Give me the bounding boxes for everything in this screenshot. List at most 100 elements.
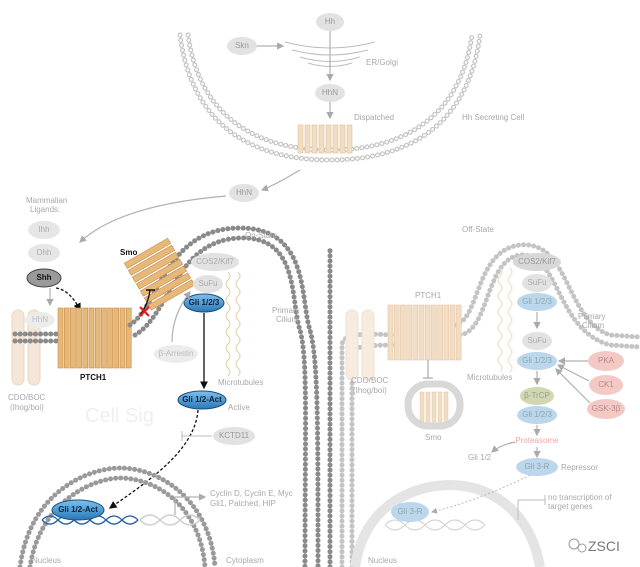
gli-off-label-3: Gli 1/2/3 — [522, 410, 552, 419]
smo-protein — [123, 237, 196, 311]
sufu-off-node-1 — [522, 274, 552, 292]
ptch1-off-helix — [431, 304, 437, 361]
primary-cilium-label-2: Cilium — [276, 315, 299, 324]
on-state-panel: HhN Mammalian Ligands: Ihh Dhh Shh HhN C… — [8, 184, 333, 567]
smo-helix — [139, 265, 188, 297]
cdo-boc-receptor — [11, 309, 41, 386]
hhn-node — [315, 84, 345, 102]
hhn-released-label: HhN — [236, 188, 252, 197]
logo-text: ZSCI — [588, 538, 620, 554]
gli-act-node — [177, 390, 227, 410]
ptch1-helix — [82, 307, 89, 369]
ptch1-off-helix — [400, 304, 406, 361]
gli3r-nucleus-node — [391, 502, 429, 522]
cos2-kif7-label: COS2/Kif7 — [196, 257, 234, 266]
gli3r-label: Gli 3-R — [525, 462, 550, 471]
smo-vesicle — [404, 380, 464, 430]
ptch1-protein — [57, 307, 132, 369]
no-transcription-label-2: target genes — [548, 502, 592, 511]
target-genes-label-2: Gli1, Patched, HIP — [210, 499, 276, 508]
kctd11-label: KCTD11 — [219, 431, 250, 440]
ptch1-helix — [113, 307, 120, 369]
gsk3b-label: GSK-3β — [592, 404, 621, 413]
hhn-label: HhN — [322, 88, 338, 97]
ptch1-helix — [63, 307, 70, 369]
hhn-released-node — [229, 184, 259, 202]
blocked-x-icon — [139, 306, 150, 317]
shh-label: Shh — [36, 273, 51, 282]
ptch1-helix — [107, 307, 113, 369]
ptch1-helix — [101, 307, 107, 369]
kctd11-node — [213, 427, 255, 445]
skn-node — [227, 37, 257, 55]
cdo-boc-label: CDO/BOC — [8, 393, 46, 402]
ptch1-helix — [76, 307, 82, 369]
ptch1-off-helix — [437, 304, 443, 361]
ptch1-helix — [119, 307, 126, 369]
active-label: Active — [228, 403, 250, 412]
btrcp-label: β-TrCP — [524, 391, 550, 400]
dhh-node — [28, 244, 60, 262]
cdo-boc-off-sub-label: (Ihog/boi) — [353, 386, 387, 395]
smo-helix — [127, 244, 176, 276]
smo-helix — [131, 251, 180, 283]
ptch1-off-helix — [406, 304, 412, 361]
ptch1-off-helix — [443, 304, 450, 361]
gsk3b-node — [587, 399, 625, 419]
ptch1-helix — [88, 307, 95, 369]
gli-off-label-2: Gli 1/2/3 — [522, 356, 552, 365]
cdo-boc-sub-label: (Ihog/boi) — [10, 403, 44, 412]
gli-off-label-1: Gli 1/2/3 — [522, 297, 552, 306]
beta-arrestin-label: β-Arrestin — [159, 349, 194, 358]
ligands-title: Mammalian — [26, 196, 67, 205]
microtubules-icon — [225, 271, 241, 377]
skn-label: Skn — [235, 41, 249, 50]
smo-helix — [147, 279, 196, 311]
btrcp-node — [520, 387, 554, 405]
gli-off-node-3 — [517, 406, 557, 424]
smo-label: Smo — [120, 248, 137, 257]
ptch1-off-label: PTCH1 — [415, 291, 442, 300]
cdo-boc-off-label: CDO/BOC — [351, 376, 389, 385]
zsci-logo: ZSCI — [568, 538, 620, 554]
hhn-bound-label: HhN — [32, 315, 48, 324]
no-transcription-label: no transcription of — [548, 493, 612, 502]
smo-off-label: Smo — [425, 433, 442, 442]
ptch1-off-helix — [455, 304, 462, 361]
ptch1-helix — [125, 307, 132, 369]
ptch1-helix — [57, 307, 64, 369]
secreting-cell-label: Hh Secreting Cell — [462, 113, 524, 122]
secreting-cell: Hh Skn ER/Golgi HhN Dispatched Hh Secret… — [177, 13, 524, 192]
dispatched-label: Dispatched — [354, 113, 394, 122]
gli3r-node — [516, 458, 558, 476]
beta-arrestin-node — [154, 345, 198, 363]
ptch1-label: PTCH1 — [80, 373, 107, 382]
target-genes-label: Cyclin D, Cyclin E, Myc — [210, 489, 293, 498]
cos2-kif7-off-node — [513, 253, 561, 271]
gli3r-nucleus-label: Gli 3-R — [398, 507, 423, 516]
gli-act-nucleus-node — [51, 499, 105, 521]
sufu-off-label-2: SuFu — [527, 336, 546, 345]
ptch1-off-helix — [449, 304, 456, 361]
pka-node — [588, 351, 624, 371]
hhn-bound-node — [25, 312, 55, 328]
pka-label: PKA — [598, 356, 615, 365]
watermark: Cell Sig — [85, 405, 154, 427]
gli123-node — [183, 293, 225, 313]
cos2-kif7-off-label: COS2/Kif7 — [518, 257, 556, 266]
ck1-node — [589, 375, 623, 395]
dhh-label: Dhh — [37, 248, 52, 257]
repressor-label: Repressor — [561, 463, 598, 472]
ptch1-helix — [94, 307, 101, 369]
gli123-label: Gli 1/2/3 — [189, 298, 220, 307]
ligands-title-2: Ligands: — [30, 205, 60, 214]
dispatched-protein — [297, 124, 353, 154]
hh-node — [316, 13, 344, 31]
primary-cilium-off-label-2: Cilium — [582, 321, 605, 330]
microtubules-off-label: Microtubules — [467, 373, 512, 382]
microtubules-off-icon — [497, 267, 513, 373]
proteasome-label: Proteasome — [515, 436, 559, 445]
dna-off-icon — [384, 519, 486, 531]
